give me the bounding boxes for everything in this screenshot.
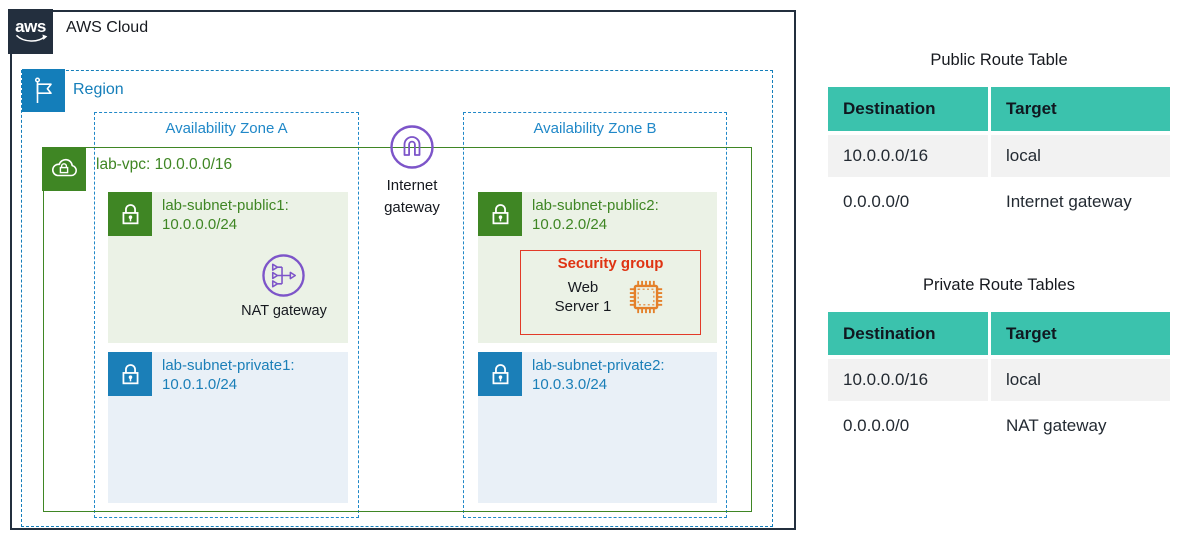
private-rt-header-destination: Destination: [828, 312, 988, 355]
private-rt-header-target: Target: [991, 312, 1170, 355]
availability-zone-b-label: Availability Zone B: [533, 120, 657, 137]
subnet-public2-lock-icon: [478, 192, 522, 236]
availability-zone-b: Availability Zone B: [463, 112, 727, 518]
private-route-table: Destination Target 10.0.0.0/16 local 0.0…: [828, 312, 1170, 446]
instance-chip-icon: [629, 280, 663, 314]
security-group-label: Security group: [557, 255, 664, 272]
subnet-public1-lock-icon: [108, 192, 152, 236]
subnet-private2-name: lab-subnet-private2:: [532, 357, 665, 374]
internet-gateway-label: Internet gateway: [384, 177, 440, 216]
availability-zone-a: Availability Zone A: [94, 112, 359, 518]
private-rt-row2-target: NAT gateway: [991, 405, 1170, 446]
subnet-private2-cidr: 10.0.3.0/24: [532, 376, 608, 393]
internet-gateway-icon: [389, 124, 435, 175]
public-route-table: Destination Target 10.0.0.0/16 local 0.0…: [828, 87, 1170, 222]
web-server-label: Web Server 1: [554, 279, 612, 315]
subnet-private2-lock-icon: [478, 352, 522, 396]
vpc-container: [43, 147, 752, 512]
public-route-table-title: Public Route Table: [930, 51, 1068, 69]
aws-smile-icon: [15, 34, 47, 42]
nat-gateway-label: NAT gateway: [241, 303, 327, 319]
public-rt-row2-destination: 0.0.0.0/0: [828, 182, 988, 222]
private-route-table-title: Private Route Tables: [923, 276, 1075, 294]
subnet-public2-cidr: 10.0.2.0/24: [532, 216, 608, 233]
aws-logo-text: aws: [15, 17, 46, 36]
region-flag-icon: [22, 69, 65, 112]
region-container: [21, 70, 773, 527]
public-rt-row1-destination: 10.0.0.0/16: [828, 135, 988, 177]
security-group-box: Security group Web Server 1: [520, 250, 701, 335]
subnet-public2-label: lab-subnet-public2: 10.0.2.0/24: [532, 196, 659, 234]
subnet-public1-name: lab-subnet-public1:: [162, 197, 289, 214]
availability-zone-a-label: Availability Zone A: [165, 120, 288, 137]
subnet-private1-cidr: 10.0.1.0/24: [162, 376, 238, 393]
public-rt-row2-target: Internet gateway: [991, 182, 1170, 222]
region-label: Region: [73, 81, 124, 98]
aws-logo-icon: aws: [8, 9, 53, 54]
subnet-public2-name: lab-subnet-public2:: [532, 197, 659, 214]
aws-cloud-container: [10, 10, 796, 530]
private-rt-row1-destination: 10.0.0.0/16: [828, 359, 988, 401]
subnet-private2-label: lab-subnet-private2: 10.0.3.0/24: [532, 356, 665, 394]
subnet-public1-label: lab-subnet-public1: 10.0.0.0/24: [162, 196, 289, 234]
private-rt-row2-destination: 0.0.0.0/0: [828, 405, 988, 446]
vpc-cloud-lock-icon: [42, 147, 86, 191]
subnet-private1-label: lab-subnet-private1: 10.0.1.0/24: [162, 356, 295, 394]
subnet-public1-cidr: 10.0.0.0/24: [162, 216, 238, 233]
public-rt-header-target: Target: [991, 87, 1170, 131]
public-rt-header-destination: Destination: [828, 87, 988, 131]
nat-gateway-icon: [261, 253, 306, 303]
vpc-label: lab-vpc: 10.0.0.0/16: [96, 156, 233, 173]
subnet-private1-name: lab-subnet-private1:: [162, 357, 295, 374]
public-rt-row1-target: local: [991, 135, 1170, 177]
private-rt-row1-target: local: [991, 359, 1170, 401]
subnet-private1-lock-icon: [108, 352, 152, 396]
security-group-content: Web Server 1: [521, 273, 700, 321]
aws-cloud-label: AWS Cloud: [66, 19, 149, 36]
